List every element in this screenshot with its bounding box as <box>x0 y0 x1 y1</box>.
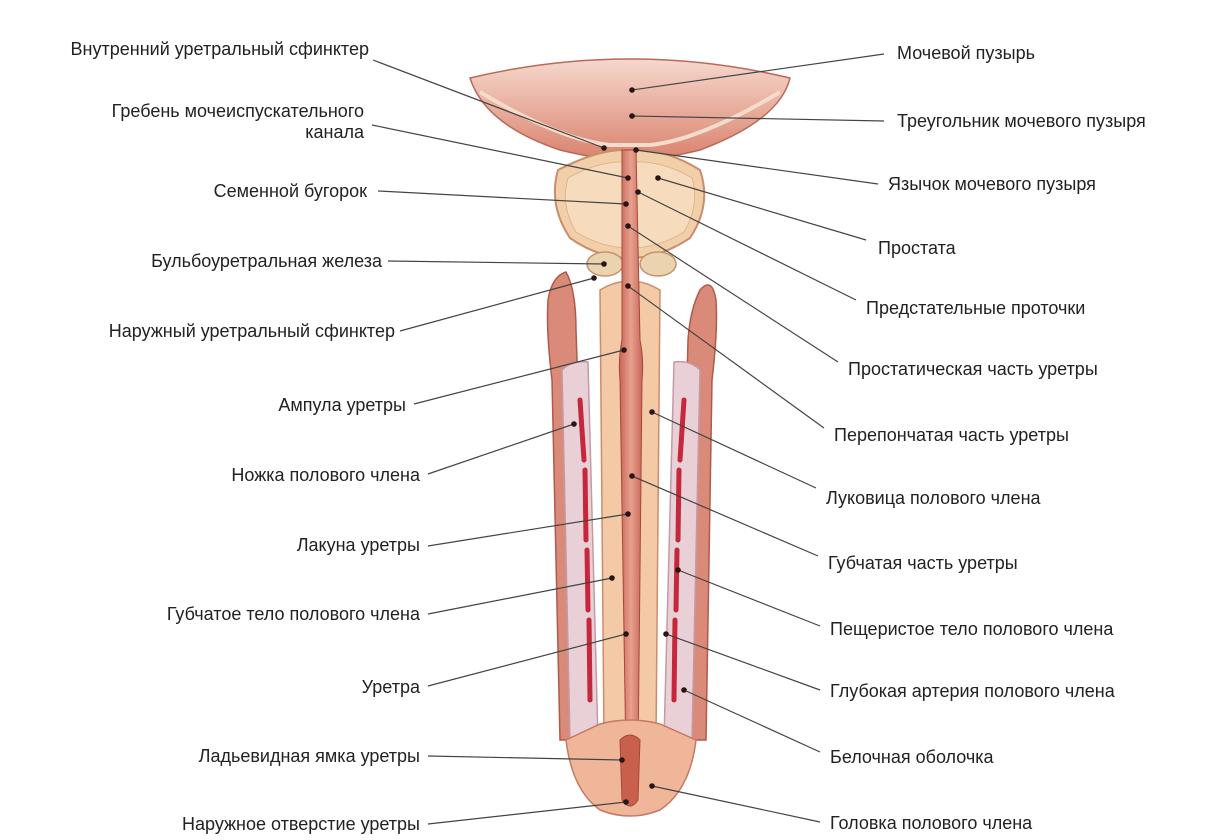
bulbourethral-gland-right-shape <box>639 251 677 277</box>
navicular-fossa-shape <box>619 734 641 807</box>
leader-dot-external-urethral-sphincter <box>591 275 597 281</box>
label-external-urethral-orifice: Наружное отверстие уретры <box>182 814 420 834</box>
leader-line-uvula-of-bladder <box>635 149 879 185</box>
label-bulb-of-penis: Луковица полового члена <box>826 488 1041 508</box>
leader-line-corpus-cavernosum <box>677 569 821 627</box>
label-navicular-fossa: Ладьевидная ямка уретры <box>198 746 420 766</box>
leader-dot-bulbourethral-gland <box>601 261 607 267</box>
deep-artery-right-shape <box>671 397 687 703</box>
leader-dot-urethral-lacuna <box>625 511 631 517</box>
label-prostatic-ductules: Предстательные проточки <box>866 298 1086 318</box>
label-corpus-cavernosum: Пещеристое тело полового члена <box>830 619 1114 639</box>
label-urethral-crest-line-2: канала <box>305 122 364 142</box>
leader-dot-glans-penis <box>649 783 655 789</box>
leader-dot-corpus-cavernosum <box>675 567 681 573</box>
leader-line-seminal-colliculus <box>377 190 627 205</box>
label-urinary-bladder: Мочевой пузырь <box>897 43 1035 63</box>
leader-dot-external-urethral-orifice <box>623 799 629 805</box>
leader-line-crus-of-penis <box>427 423 575 475</box>
leader-dot-urethra <box>623 631 629 637</box>
leader-dot-internal-urethral-sphincter <box>601 145 607 151</box>
label-urethral-crest: Гребень мочеиспускательного канала <box>112 101 364 143</box>
leader-dot-uvula-of-bladder <box>633 147 639 153</box>
label-urethral-lacuna: Лакуна уретры <box>296 535 420 555</box>
leader-dot-membranous-urethra <box>625 283 631 289</box>
label-deep-artery: Глубокая артерия полового члена <box>830 681 1115 701</box>
leader-dot-bladder-trigone <box>629 113 635 119</box>
label-bulbourethral-gland: Бульбоуретральная железа <box>151 251 382 271</box>
leader-lines <box>371 53 885 825</box>
leader-line-external-urethral-orifice <box>427 801 627 825</box>
leader-line-navicular-fossa <box>427 755 623 761</box>
label-bladder-trigone: Треугольник мочевого пузыря <box>897 111 1146 131</box>
leader-line-membranous-urethra <box>627 285 825 429</box>
urinary-bladder-shape <box>469 58 791 161</box>
leader-line-urinary-bladder <box>631 53 885 91</box>
leader-dot-corpus-spongiosum <box>609 575 615 581</box>
label-external-urethral-sphincter: Наружный уретральный сфинктер <box>108 321 395 341</box>
label-membranous-urethra: Перепончатая часть уретры <box>834 425 1069 445</box>
label-uvula-of-bladder: Язычок мочевого пузыря <box>888 174 1096 194</box>
leader-line-glans-penis <box>651 785 821 823</box>
leader-dot-prostatic-ductules <box>635 189 641 195</box>
leader-line-tunica-albuginea <box>683 689 821 753</box>
leader-dot-spongy-urethra <box>629 473 635 479</box>
leader-dot-deep-artery <box>663 631 669 637</box>
label-internal-urethral-sphincter: Внутренний уретральный сфинктер <box>70 39 369 59</box>
label-prostatic-urethra: Простатическая часть уретры <box>848 359 1098 379</box>
leader-dot-prostatic-urethra <box>625 223 631 229</box>
leader-line-bulbourethral-gland <box>387 260 605 265</box>
label-prostate: Простата <box>878 238 956 258</box>
label-glans-penis: Головка полового члена <box>830 813 1033 833</box>
label-corpus-spongiosum: Губчатое тело полового члена <box>166 604 420 624</box>
label-seminal-colliculus: Семенной бугорок <box>213 181 367 201</box>
leader-line-urethra <box>427 633 627 687</box>
leader-line-bladder-trigone <box>631 115 885 122</box>
leader-dot-seminal-colliculus <box>623 201 629 207</box>
label-urethral-crest-line-1: Гребень мочеиспускательного <box>111 101 364 121</box>
leader-dot-prostate <box>655 175 661 181</box>
label-crus-of-penis: Ножка полового члена <box>231 465 420 485</box>
leader-line-internal-urethral-sphincter <box>372 59 605 149</box>
leader-dot-urethral-ampulla <box>621 347 627 353</box>
leader-dot-urinary-bladder <box>629 87 635 93</box>
leader-dot-bulb-of-penis <box>649 409 655 415</box>
leader-line-spongy-urethra <box>631 475 819 557</box>
leader-line-corpus-spongiosum <box>427 577 613 615</box>
leader-dot-urethral-crest <box>625 175 631 181</box>
leader-line-prostate <box>657 177 867 241</box>
label-urethra: Уретра <box>361 677 420 697</box>
label-tunica-albuginea: Белочная оболочка <box>830 747 994 767</box>
label-urethral-ampulla: Ампула уретры <box>278 395 406 415</box>
leader-dot-navicular-fossa <box>619 757 625 763</box>
label-spongy-urethra: Губчатая часть уретры <box>828 553 1018 573</box>
leader-line-prostatic-ductules <box>637 191 857 301</box>
leader-line-urethral-crest <box>371 124 629 179</box>
leader-line-external-urethral-sphincter <box>399 277 595 332</box>
leader-line-prostatic-urethra <box>627 225 839 363</box>
leader-dot-tunica-albuginea <box>681 687 687 693</box>
leader-line-urethral-lacuna <box>427 513 629 547</box>
leader-line-urethral-ampulla <box>413 349 625 405</box>
deep-artery-left-shape <box>577 397 593 703</box>
leader-dot-crus-of-penis <box>571 421 577 427</box>
leader-line-deep-artery <box>665 633 821 691</box>
leader-line-bulb-of-penis <box>651 411 817 489</box>
